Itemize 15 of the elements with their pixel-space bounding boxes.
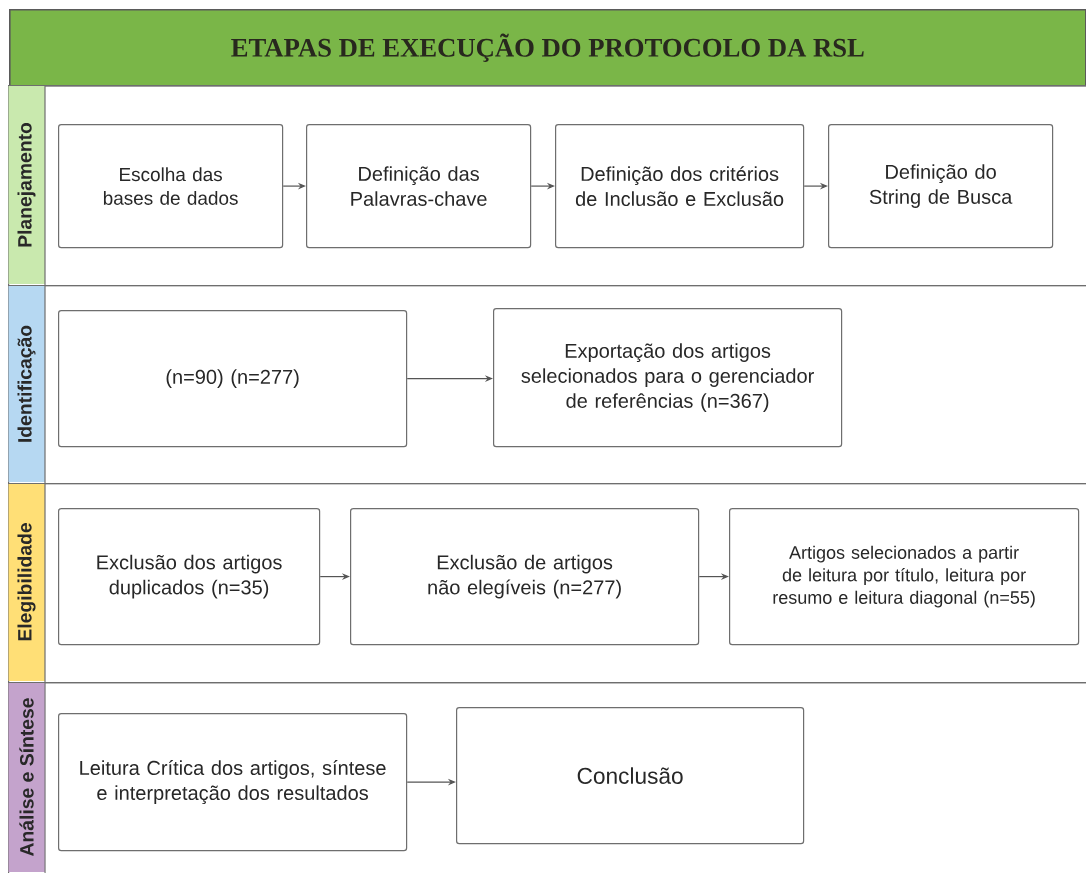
process-box: Definição dos critérios de Inclusão e Exclusão [555, 124, 805, 249]
process-box: Definição das Palavras-chave [306, 124, 532, 249]
process-box: Leitura Crítica dos artigos, síntese e interpretação dos resultados [58, 713, 408, 852]
process-box: Exclusão de artigos não elegíveis (n=277) [350, 508, 700, 646]
arrow [406, 375, 493, 382]
process-box: Conclusão [456, 707, 805, 845]
title-banner: ETAPAS DE EXECUÇÃO DO PROTOCOLO DA RSL [9, 9, 1086, 87]
arrow [319, 573, 350, 580]
process-box: Escolha das bases de dados [58, 124, 284, 249]
arrow [698, 573, 729, 580]
process-box: Exclusão dos artigos duplicados (n=35) [58, 508, 321, 646]
process-box: Exportação dos artigos selecionados para o gerenciador de referências (n=367) [493, 308, 843, 448]
process-box: (n=90) (n=277) [58, 310, 408, 448]
process-box: Definição do String de Busca [828, 124, 1054, 249]
process-box: Artigos selecionados a partir de leitura por título, leitura por resumo e leitura diagonal (n=55) [729, 508, 1080, 646]
